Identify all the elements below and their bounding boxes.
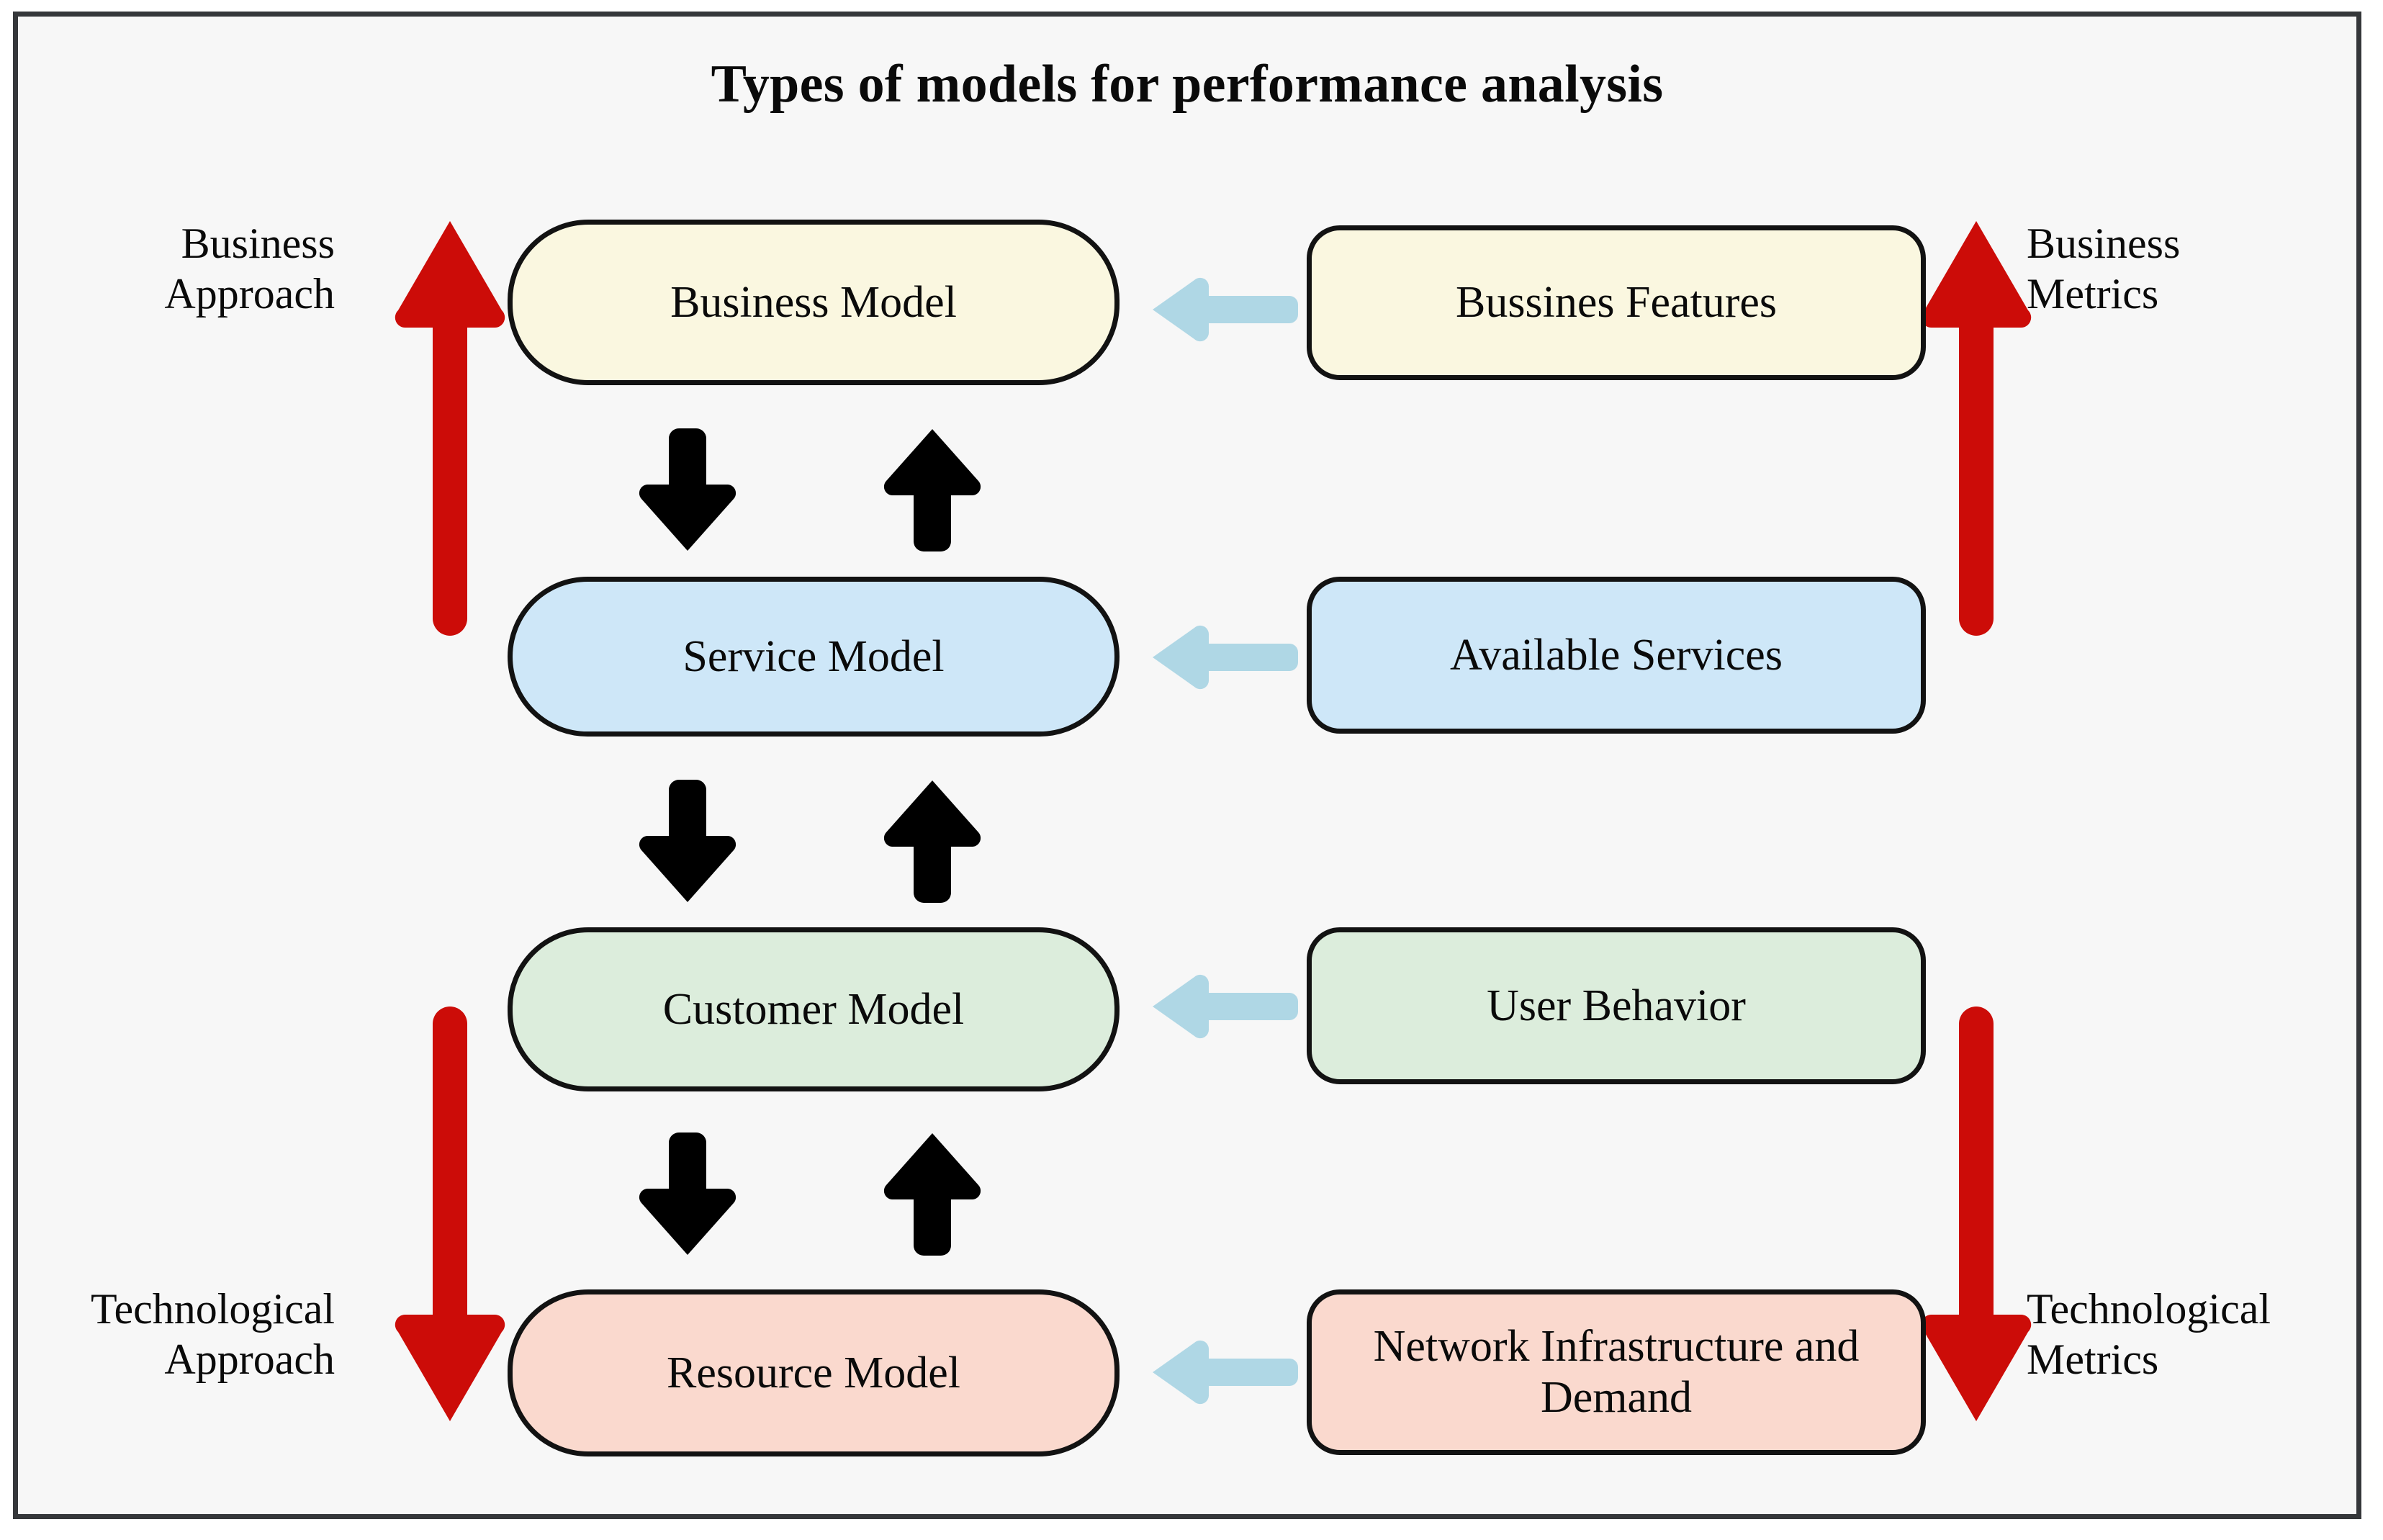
blue-left-arrow-service xyxy=(1153,625,1298,690)
node-resource-model-label: Resource Model xyxy=(666,1348,961,1397)
black-down-arrow-2 xyxy=(639,780,736,902)
node-customer-model[interactable]: Customer Model xyxy=(508,927,1120,1091)
node-service-model[interactable]: Service Model xyxy=(508,577,1120,737)
label-technological-metrics: Technological Metrics xyxy=(2027,1285,2271,1384)
node-customer-model-label: Customer Model xyxy=(662,984,965,1034)
red-down-arrow-left xyxy=(395,1007,505,1421)
node-available-services-label: Available Services xyxy=(1450,630,1783,680)
node-bussines-features[interactable]: Bussines Features xyxy=(1307,225,1926,380)
label-technological-approach: Technological Approach xyxy=(91,1285,335,1384)
black-up-arrow-1 xyxy=(883,429,981,551)
node-user-behavior[interactable]: User Behavior xyxy=(1307,927,1926,1084)
black-up-arrow-2 xyxy=(883,780,981,903)
label-business-metrics: Business Metrics xyxy=(2027,220,2181,318)
node-resource-model[interactable]: Resource Model xyxy=(508,1289,1120,1456)
black-up-arrow-3 xyxy=(883,1133,981,1256)
node-business-model-label: Business Model xyxy=(670,277,957,327)
black-down-arrow-1 xyxy=(639,428,736,551)
blue-left-arrow-business xyxy=(1153,277,1298,342)
node-business-model[interactable]: Business Model xyxy=(508,220,1120,385)
node-available-services[interactable]: Available Services xyxy=(1307,577,1926,734)
node-service-model-label: Service Model xyxy=(683,631,945,681)
red-down-arrow-right xyxy=(1921,1007,2032,1421)
red-up-arrow-right xyxy=(1921,221,2032,636)
node-user-behavior-label: User Behavior xyxy=(1487,981,1746,1030)
node-network-infrastructure-and-demand-label: Network Infrastructure and Demand xyxy=(1373,1322,1860,1422)
label-business-approach: Business Approach xyxy=(164,220,335,318)
diagram-canvas: Types of models for performance analysis… xyxy=(18,17,2356,1514)
node-bussines-features-label: Bussines Features xyxy=(1455,278,1778,328)
blue-left-arrow-resource xyxy=(1153,1340,1298,1405)
diagram-frame: Types of models for performance analysis… xyxy=(13,12,2361,1519)
node-network-infrastructure-and-demand[interactable]: Network Infrastructure and Demand xyxy=(1307,1289,1926,1455)
red-up-arrow-left xyxy=(395,221,505,636)
blue-left-arrow-customer xyxy=(1153,974,1298,1039)
page-title: Types of models for performance analysis xyxy=(711,55,1664,114)
black-down-arrow-3 xyxy=(639,1133,736,1255)
